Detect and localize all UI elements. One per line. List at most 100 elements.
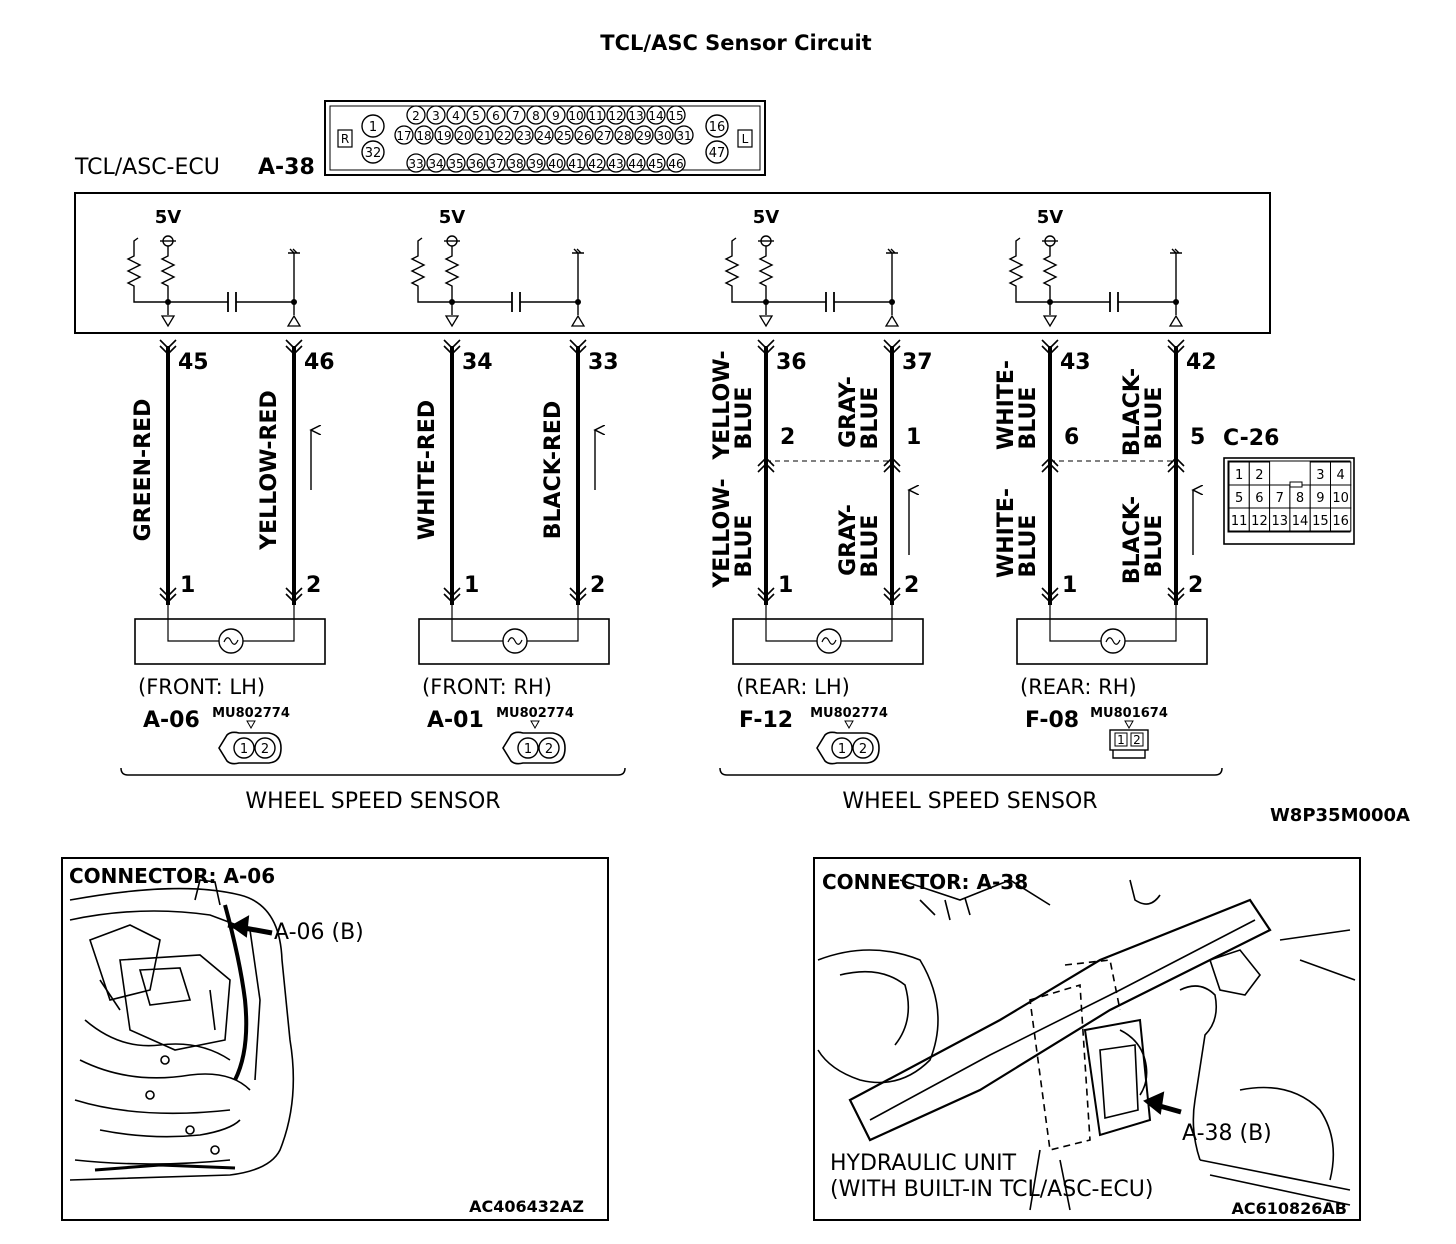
ecu-pin-label: 47: [709, 146, 726, 161]
ecu-pin-label: 33: [408, 157, 423, 171]
wire-color-label: BLUE: [1016, 515, 1041, 578]
ecu-pin: [446, 105, 466, 125]
ecu-pin-label: 22: [496, 129, 511, 143]
terminal-chevron: [285, 339, 303, 356]
c26-pin-label: 9: [1316, 491, 1324, 506]
ecu-pin: [554, 125, 574, 145]
capacitor: [1109, 292, 1119, 312]
part-number: MU801674: [1090, 706, 1168, 721]
terminal-chevron: [1167, 456, 1185, 473]
wire-color-label: YELLOW-RED: [257, 390, 282, 551]
ecu-pin-label: 5: [472, 109, 480, 123]
ecu-pin-label: 29: [636, 129, 651, 143]
terminal-chevron: [1041, 456, 1059, 473]
ecu-pin-label: 44: [628, 157, 643, 171]
ecu-pin-label: 46: [668, 157, 683, 171]
sensor-position-label: (REAR: LH): [736, 675, 850, 699]
sensor-terminal-number: 1: [464, 573, 479, 598]
ecu-input-circuit: 5V: [1008, 207, 1184, 328]
terminal-chevron: [883, 339, 901, 356]
ecu-pin-label: 1: [369, 120, 377, 135]
terminal-chevron: [159, 587, 177, 604]
supply-voltage-label: 5V: [155, 207, 182, 228]
connector-pin-label: 2: [261, 742, 269, 757]
ecu-pin: [534, 125, 554, 145]
terminal-chevron: [1041, 339, 1059, 356]
ecu-pin: [466, 153, 486, 173]
connector-pin-label: 1: [838, 742, 846, 757]
sensor-terminal-number: 2: [1188, 573, 1203, 598]
connector-panel-a38: CONNECTOR: A-38 A-38 (B) HYDRAULIC UNIT …: [813, 857, 1361, 1221]
ground-symbol: [1170, 248, 1182, 315]
input-triangle: [758, 315, 774, 328]
ecu-pin: [646, 153, 666, 173]
wire-color-label: WHITE-: [994, 488, 1019, 578]
sensor-connector-label: F-08: [1025, 708, 1079, 733]
ecu-pin-label: 34: [428, 157, 443, 171]
ecu-pin: [506, 153, 526, 173]
ecu-terminal-number: 37: [902, 350, 933, 375]
wire-color-label: BLUE: [858, 387, 883, 450]
wire-color-label: BLUE: [1142, 515, 1167, 578]
ground-symbol: [572, 248, 584, 315]
panel-a06-title: CONNECTOR: A-06: [69, 864, 275, 888]
part-number: MU802774: [810, 706, 888, 721]
panel-a38-caption-2: (WITH BUILT-IN TCL/ASC-ECU): [830, 1177, 1153, 1202]
ecu-pin: [606, 105, 626, 125]
sensor-lead: [451, 605, 579, 642]
sensor-terminal-number: 2: [590, 573, 605, 598]
ecu-pin: [361, 114, 385, 138]
terminal-chevron: [757, 456, 775, 473]
part-pointer: [844, 720, 854, 730]
wire-color-label: BLUE: [732, 515, 757, 578]
ecu-pin-label: 3: [432, 109, 440, 123]
ecu-pin: [666, 105, 686, 125]
ecu-pin: [705, 140, 729, 164]
ecu-pin: [594, 125, 614, 145]
ecu-pin-label: 4: [452, 109, 460, 123]
ecu-pin: [626, 153, 646, 173]
sensor-terminal-number: 2: [904, 573, 919, 598]
sensor-terminal-number: 2: [306, 573, 321, 598]
c26-cavity: [1330, 507, 1352, 532]
panel-a38-caption-1: HYDRAULIC UNIT: [830, 1151, 1017, 1176]
ecu-pin-label: 13: [628, 109, 643, 123]
ecu-side-mark: [737, 129, 753, 148]
sensor-terminal-number: 1: [778, 573, 793, 598]
ecu-connector-label: A-38: [258, 155, 315, 180]
ecu-pin: [546, 105, 566, 125]
wire-color-label: BLACK-: [1120, 496, 1145, 584]
ecu-pin-label: 40: [548, 157, 563, 171]
ecu-pin-label: 26: [576, 129, 591, 143]
input-triangle: [160, 315, 176, 328]
ground-symbol: [288, 248, 300, 315]
panel-a06-code: AC406432AZ: [469, 1197, 584, 1216]
input-resistor: [410, 237, 452, 303]
ecu-pin: [474, 125, 494, 145]
c26-pin-label: 16: [1332, 514, 1349, 529]
sensor-connector-label: A-06: [143, 708, 200, 733]
ecu-input-circuit: 5V: [724, 207, 900, 328]
panel-a38-callout: A-38 (B): [1182, 1121, 1272, 1146]
ecu-pin-label: 27: [596, 129, 611, 143]
terminal-chevron: [883, 587, 901, 604]
ecu-pin: [414, 125, 434, 145]
terminal-chevron: [757, 339, 775, 356]
c26-terminal-number: 5: [1190, 425, 1205, 450]
output-triangle: [286, 314, 302, 327]
part-pointer: [246, 720, 256, 730]
ecu-pin: [486, 105, 506, 125]
ecu-pin: [406, 105, 426, 125]
terminal-chevron: [1041, 587, 1059, 604]
terminal-chevron: [443, 339, 461, 356]
ecu-pin-label: 11: [588, 109, 603, 123]
ecu-pin-label: 41: [568, 157, 583, 171]
diagram-code: W8P35M000A: [1270, 805, 1410, 826]
ecu-pin: [406, 153, 426, 173]
ecu-terminal-number: 36: [776, 350, 807, 375]
